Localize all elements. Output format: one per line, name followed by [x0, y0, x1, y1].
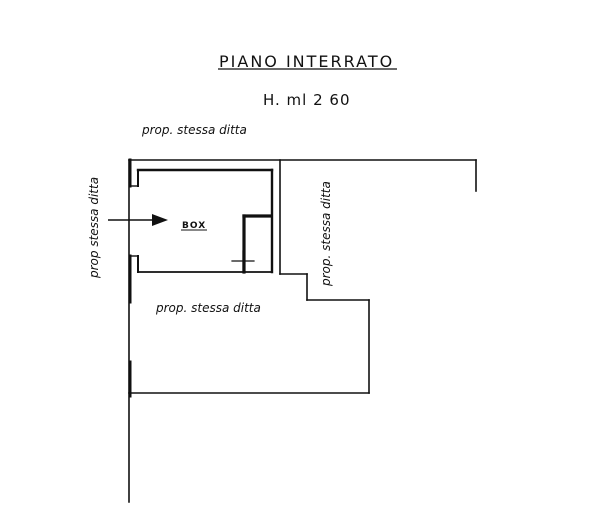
- height-note: H. ml 2 60: [263, 91, 351, 109]
- box-room: [129, 168, 274, 274]
- plan-title: PIANO INTERRATO: [219, 52, 394, 71]
- label-left-neighbour: prop stessa ditta: [87, 177, 101, 279]
- room-label-box: BOX: [182, 221, 206, 231]
- label-right-neighbour: prop. stessa ditta: [319, 181, 333, 287]
- outer-walls: [128, 158, 477, 503]
- label-top-neighbour: prop. stessa ditta: [141, 123, 247, 137]
- label-lower-neighbour: prop. stessa ditta: [155, 301, 261, 315]
- entrance-arrow-icon: [108, 214, 168, 226]
